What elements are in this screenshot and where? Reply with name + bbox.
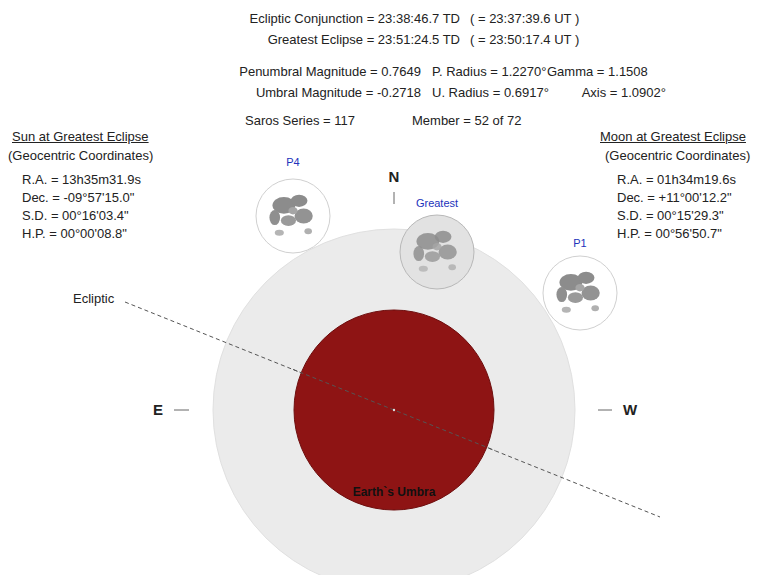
header-time: Greatest Eclipse = 23:51:24.5 TD [268, 32, 460, 48]
lunar-mare [413, 246, 424, 261]
eclipse-parameter: U. Radius = 0.6917° [432, 85, 549, 101]
lunar-mare [432, 243, 441, 251]
lunar-mare [425, 251, 440, 262]
lunar-mare [291, 195, 308, 207]
sun-subheading: (Geocentric Coordinates) [8, 148, 153, 164]
header-time: ( = 23:37:39.6 UT ) [470, 11, 579, 27]
lunar-mare [448, 264, 456, 270]
west-tick [598, 410, 612, 411]
compass-letter: N [389, 168, 400, 186]
compass-letter: E [153, 401, 163, 419]
lunar-mare [304, 228, 312, 234]
north-tick [394, 192, 395, 204]
moon-heading: Moon at Greatest Eclipse [600, 129, 746, 145]
moon-position: Greatest [399, 214, 475, 290]
sun-coordinate: R.A. = 13h35m31.9s [22, 172, 141, 188]
header-time: ( = 23:50:17.4 UT ) [470, 32, 579, 48]
eclipse-parameter: Axis = 1.0902° [582, 85, 666, 101]
moon-coordinate: R.A. = 01h34m19.6s [617, 172, 736, 188]
eclipse-parameter: P. Radius = 1.2270° [432, 64, 546, 80]
eclipse-parameter: Penumbral Magnitude = 0.7649 [239, 64, 421, 80]
sun-coordinate: S.D. = 00°16'03.4" [22, 208, 129, 224]
shadow-center [393, 409, 395, 411]
ecliptic-label: Ecliptic [73, 291, 114, 307]
eclipse-parameter: Gamma = 1.1508 [547, 64, 648, 80]
ecliptic-line [293, 369, 495, 450]
lunar-mare [275, 230, 284, 236]
lunar-mare [419, 266, 428, 272]
umbra-shape [293, 309, 495, 511]
moon-shape [255, 178, 331, 254]
moon-disc [400, 215, 474, 289]
lunar-mare [556, 287, 567, 302]
umbra-disc: Earth`s Umbra [293, 309, 495, 511]
moon-coordinate: S.D. = 00°15'29.3" [617, 208, 724, 224]
moon-position: P4 [255, 178, 331, 254]
ecliptic-line [125, 302, 660, 517]
moon-shape [542, 255, 618, 331]
compass-letter: W [623, 401, 637, 419]
contact-label: P1 [573, 237, 586, 250]
moon-disc [543, 256, 617, 330]
east-tick [174, 410, 189, 411]
header-time: Ecliptic Conjunction = 23:38:46.7 TD [250, 11, 460, 27]
saros-info: Member = 52 of 72 [412, 113, 521, 129]
penumbra-disc [213, 229, 575, 575]
moon-coordinate: H.P. = 00°56'50.7" [617, 226, 722, 242]
lunar-mare [575, 284, 584, 292]
lunar-mare [288, 207, 297, 215]
saros-info: Saros Series = 117 [245, 113, 355, 129]
sun-heading: Sun at Greatest Eclipse [12, 129, 149, 145]
lunar-mare [568, 292, 583, 303]
lunar-mare [435, 231, 452, 243]
moon-disc [256, 179, 330, 253]
moon-subheading: (Geocentric Coordinates) [605, 148, 750, 164]
lunar-mare [281, 215, 296, 226]
umbra-circle [294, 310, 494, 510]
sun-coordinate: H.P. = 00°00'08.8" [22, 226, 127, 242]
lunar-mare [269, 210, 280, 225]
lunar-mare [562, 307, 571, 313]
region-label: Earth`s Umbra [353, 485, 436, 499]
lunar-mare [591, 305, 599, 311]
sun-coordinate: Dec. = -09°57'15.0" [22, 190, 134, 206]
lunar-mare [578, 272, 595, 284]
moon-shape [399, 214, 475, 290]
moon-coordinate: Dec. = +11°00'12.2" [617, 190, 732, 206]
eclipse-parameter: Umbral Magnitude = -0.2718 [256, 85, 421, 101]
moon-position: P1 [542, 255, 618, 331]
contact-label: P4 [286, 156, 299, 169]
contact-label: Greatest [416, 197, 458, 210]
